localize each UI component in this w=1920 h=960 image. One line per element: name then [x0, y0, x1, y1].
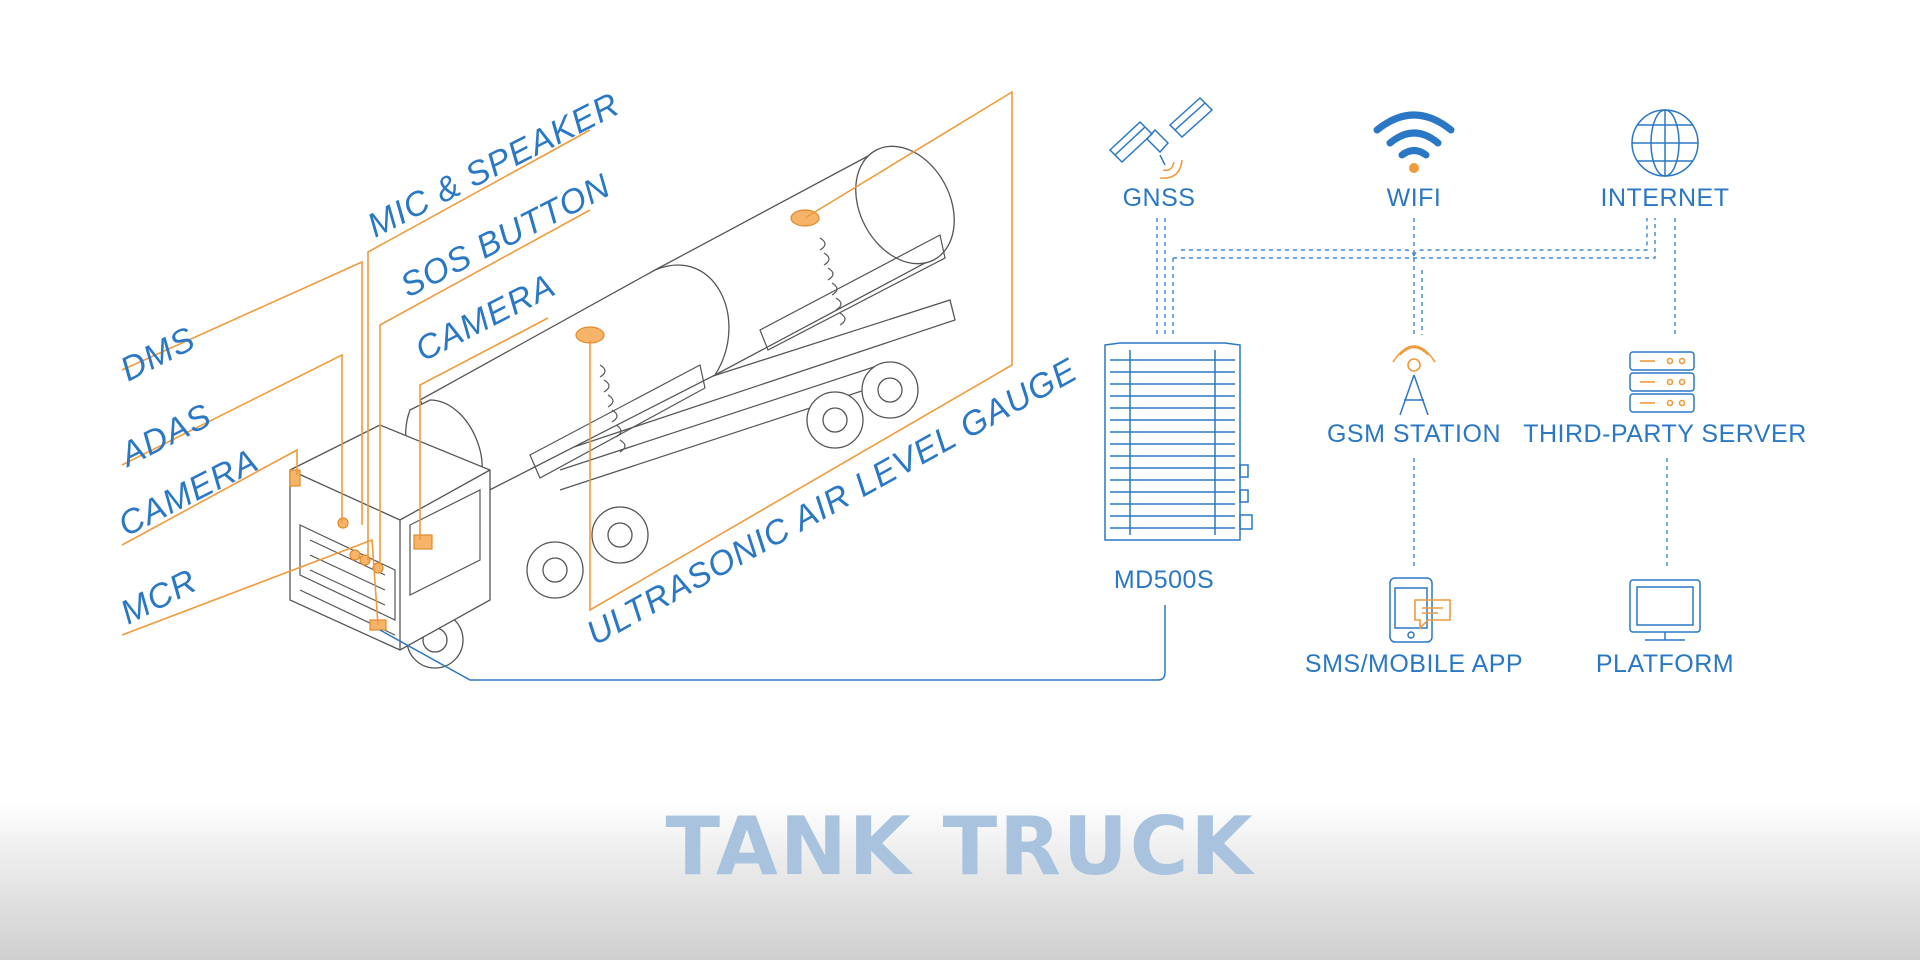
- satellite-icon: [1108, 96, 1214, 179]
- callout-ultrasonic: [589, 90, 1013, 612]
- platform-node: PLATFORM: [1596, 579, 1734, 678]
- callout-sos: [379, 209, 591, 565]
- callout-mcr: [121, 538, 379, 636]
- callout-adas: [121, 353, 343, 523]
- md500s-device: MD500S: [1104, 342, 1253, 594]
- wifi-node: WIFI: [1373, 111, 1455, 212]
- monitor-icon: [1629, 579, 1701, 641]
- callout-camera-top: [419, 317, 549, 540]
- device-cable: [379, 605, 1166, 681]
- callout-dms: [121, 260, 363, 525]
- wifi-label: WIFI: [1387, 184, 1442, 212]
- sms-mobile-app-label: SMS/MOBILE APP: [1305, 650, 1523, 678]
- callout-lines: [121, 90, 1013, 636]
- gnss-node: GNSS: [1108, 96, 1214, 212]
- network-connections: [1156, 218, 1676, 568]
- label-dms: DMS: [114, 320, 201, 390]
- mobile-phone-icon: [1389, 577, 1451, 643]
- page-title: TANK TRUCK: [665, 800, 1255, 893]
- label-adas: ADAS: [113, 396, 218, 475]
- server-icon: [1629, 351, 1695, 413]
- platform-label: PLATFORM: [1596, 650, 1734, 678]
- md500s-label: MD500S: [1114, 566, 1214, 594]
- tank-truck-illustration: [289, 145, 956, 669]
- gsm-station-node: GSM STATION: [1327, 345, 1501, 448]
- internet-label: INTERNET: [1601, 184, 1730, 212]
- third-party-server-node: THIRD-PARTY SERVER: [1523, 351, 1807, 448]
- gnss-label: GNSS: [1123, 184, 1196, 212]
- callout-mic-speaker: [367, 129, 591, 560]
- internet-node: INTERNET: [1601, 109, 1730, 212]
- globe-icon: [1631, 109, 1699, 177]
- sms-mobile-app-node: SMS/MOBILE APP: [1305, 577, 1523, 678]
- callout-camera-left: [121, 448, 298, 546]
- gsm-station-label: GSM STATION: [1327, 420, 1501, 448]
- cell-tower-icon: [1392, 345, 1436, 416]
- third-party-server-label: THIRD-PARTY SERVER: [1523, 420, 1807, 448]
- wifi-icon: [1373, 111, 1455, 173]
